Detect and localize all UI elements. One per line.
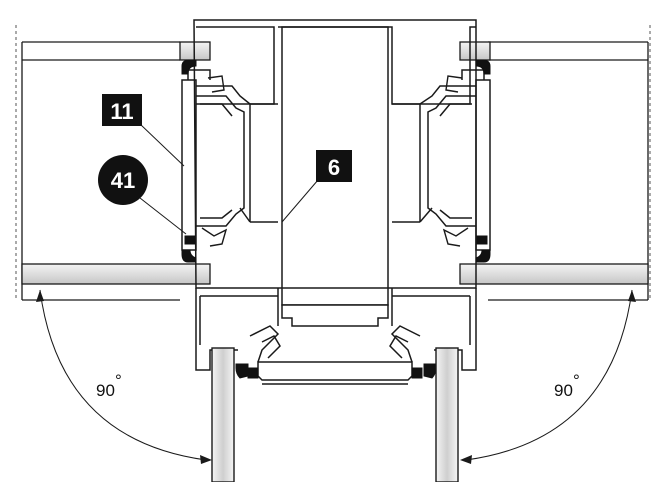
svg-text:°: ° — [115, 371, 122, 390]
door-leaves — [211, 347, 459, 482]
right-sash-profile — [419, 69, 491, 251]
bottom-channel — [257, 304, 413, 385]
svg-text:90: 90 — [554, 381, 573, 400]
left-sash-profile — [181, 69, 251, 251]
svg-text:6: 6 — [328, 155, 340, 180]
swing-arcs — [39, 289, 633, 461]
svg-text:90: 90 — [96, 381, 115, 400]
dashed-reference-lines — [15, 25, 651, 300]
svg-text:41: 41 — [111, 168, 135, 193]
callout-11: 11 — [102, 94, 142, 126]
gaskets — [181, 59, 491, 379]
angle-label-right: 90 ° — [554, 371, 580, 400]
lower-clips — [249, 325, 421, 363]
callout-41: 41 — [98, 155, 148, 205]
arc-arrowheads — [36, 290, 636, 464]
svg-text:11: 11 — [110, 99, 133, 124]
svg-text:°: ° — [573, 371, 580, 390]
sash-clips — [201, 75, 469, 247]
angle-label-left: 90 ° — [96, 371, 122, 400]
callout-6: 6 — [316, 150, 352, 182]
glass-panes — [21, 41, 649, 285]
upper-glass-band — [21, 41, 649, 300]
leader-lines — [139, 123, 319, 235]
